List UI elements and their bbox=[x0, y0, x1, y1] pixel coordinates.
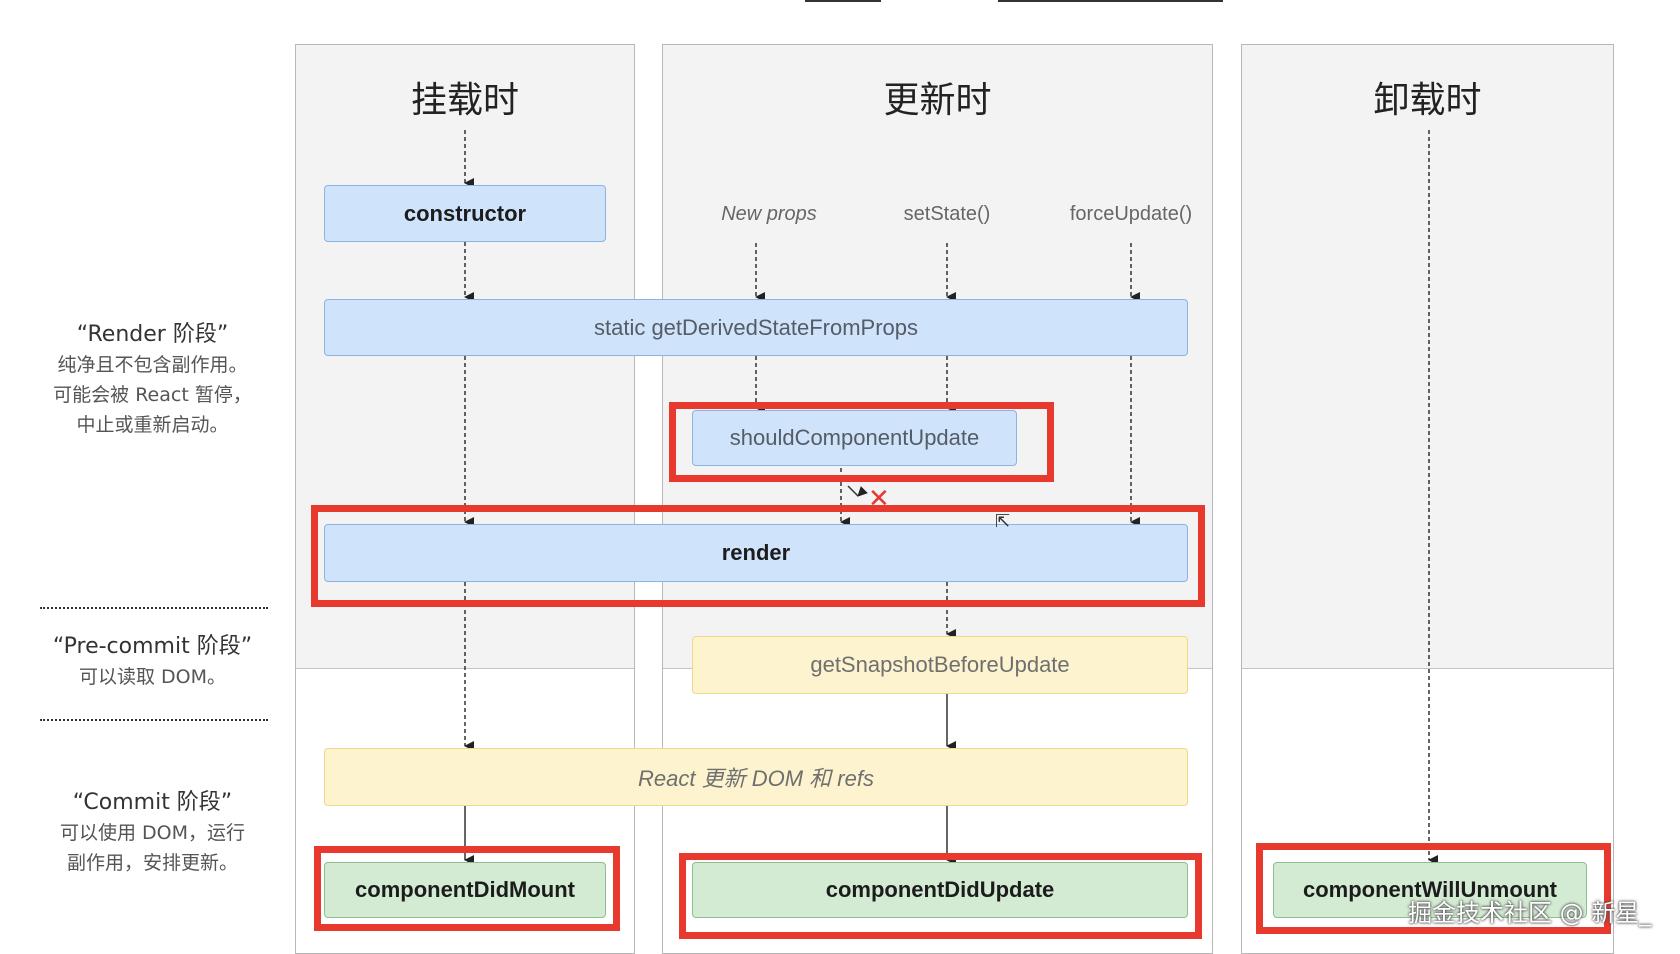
highlight-did-update bbox=[679, 853, 1202, 939]
constructor-box[interactable]: constructor bbox=[324, 185, 606, 242]
react-update-dom-box[interactable]: React 更新 DOM 和 refs bbox=[324, 748, 1188, 806]
column-update-title: 更新时 bbox=[883, 80, 992, 121]
get-derived-state-box[interactable]: static getDerivedStateFromProps bbox=[324, 299, 1188, 356]
highlight-should-update bbox=[669, 402, 1054, 482]
mouse-cursor-icon: ⇱ bbox=[995, 511, 1011, 531]
highlight-did-mount bbox=[314, 846, 620, 931]
phase-precommit-title: “Pre-commit 阶段” bbox=[52, 634, 253, 659]
phase-render-line-2: 可能会被 React 暂停， bbox=[53, 384, 252, 406]
phase-commit-line-2: 副作用，安排更新。 bbox=[66, 852, 238, 874]
phase-precommit-line-1: 可以读取 DOM。 bbox=[78, 666, 227, 688]
phase-render-label: “Render 阶段” 纯净且不包含副作用。 可能会被 React 暂停， 中止… bbox=[30, 320, 275, 440]
arrow-false-branch bbox=[847, 485, 868, 497]
trigger-new-props: New props bbox=[721, 203, 817, 225]
component-did-update-box[interactable]: componentDidUpdate bbox=[692, 862, 1188, 918]
close-icon: ✕ bbox=[868, 483, 890, 513]
column-unmount-title: 卸载时 bbox=[1373, 80, 1482, 121]
phase-precommit-label: “Pre-commit 阶段” 可以读取 DOM。 bbox=[30, 632, 275, 692]
phase-render-line-1: 纯净且不包含副作用。 bbox=[57, 354, 248, 376]
top-bar-right bbox=[998, 0, 1223, 2]
highlight-will-unmount bbox=[1256, 843, 1611, 934]
column-unmount-render-area bbox=[1242, 45, 1613, 669]
column-unmount: 卸载时 bbox=[1241, 44, 1614, 954]
component-will-unmount-box[interactable]: componentWillUnmount bbox=[1273, 862, 1587, 918]
phase-commit-title: “Commit 阶段” bbox=[72, 790, 233, 815]
phase-separator-1 bbox=[40, 607, 268, 609]
phase-commit-label: “Commit 阶段” 可以使用 DOM，运行 副作用，安排更新。 bbox=[30, 788, 275, 878]
top-bar-left bbox=[805, 0, 881, 2]
watermark: 掘金技术社区 @ 新星_ bbox=[1408, 899, 1652, 927]
should-component-update-box[interactable]: shouldComponentUpdate bbox=[692, 410, 1017, 466]
column-mount-title: 挂载时 bbox=[410, 80, 519, 121]
phase-render-line-3: 中止或重新启动。 bbox=[76, 414, 229, 436]
highlight-render bbox=[311, 505, 1205, 607]
phase-commit-line-1: 可以使用 DOM，运行 bbox=[59, 822, 246, 844]
component-did-mount-box[interactable]: componentDidMount bbox=[324, 862, 606, 918]
phase-separator-2 bbox=[40, 719, 268, 721]
render-box[interactable]: render bbox=[324, 524, 1188, 582]
trigger-force-update: forceUpdate() bbox=[1069, 203, 1193, 225]
trigger-set-state: setState() bbox=[903, 203, 991, 225]
phase-render-title: “Render 阶段” bbox=[76, 322, 229, 347]
get-snapshot-box[interactable]: getSnapshotBeforeUpdate bbox=[692, 636, 1188, 694]
